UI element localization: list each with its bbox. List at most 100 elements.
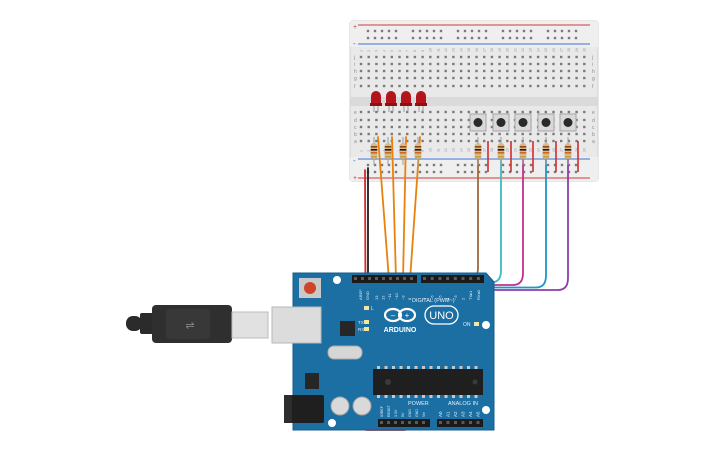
breadboard-hole xyxy=(459,118,463,122)
reset-button[interactable] xyxy=(304,282,316,294)
usb-b-port[interactable] xyxy=(271,306,322,344)
chip-leg xyxy=(414,366,418,369)
breadboard-hole xyxy=(583,139,586,143)
breadboard-hole xyxy=(413,110,417,114)
digital-pin-label: ~10 xyxy=(394,292,399,300)
header-pin xyxy=(461,277,465,280)
breadboard-hole xyxy=(483,76,486,80)
breadboard-hole xyxy=(359,84,363,88)
column-number: 12 xyxy=(444,148,448,152)
header-pin xyxy=(430,277,434,280)
breadboard-hole xyxy=(367,69,370,73)
breadboard-hole xyxy=(498,139,501,143)
breadboard-hole xyxy=(390,125,393,129)
chip-notch xyxy=(385,379,391,385)
voltage-regulator xyxy=(305,373,319,389)
breadboard-hole xyxy=(575,125,578,129)
row-letter: j xyxy=(353,55,355,61)
header-pin xyxy=(446,277,450,280)
header-pin xyxy=(375,277,378,280)
rail-hole xyxy=(553,170,557,174)
rail-hole xyxy=(366,29,370,33)
breadboard-hole xyxy=(467,55,470,59)
breadboard-hole xyxy=(575,132,578,136)
breadboard-hole xyxy=(398,62,401,66)
arduino-logo-text: ARDUINO xyxy=(384,327,417,334)
resistor-band xyxy=(399,146,407,148)
column-number: 17 xyxy=(483,48,487,52)
breadboard-hole xyxy=(406,69,409,73)
breadboard-hole xyxy=(452,118,455,122)
digital-pin-holes xyxy=(354,277,480,280)
rail-plus-label: + xyxy=(353,24,357,31)
row-letter: f xyxy=(354,84,356,90)
header-pin xyxy=(354,277,357,280)
pushbutton-cap xyxy=(518,118,528,127)
column-number: 1 xyxy=(359,150,363,152)
breadboard-hole xyxy=(521,84,524,88)
breadboard-hole xyxy=(444,55,447,59)
breadboard-hole xyxy=(375,139,378,143)
breadboard-hole xyxy=(544,110,547,114)
breadboard-hole xyxy=(382,76,386,80)
column-number: 2 xyxy=(367,50,371,52)
infinity-minus-sign: – xyxy=(391,311,396,320)
breadboard-hole xyxy=(452,110,455,114)
breadboard-hole xyxy=(398,132,401,136)
breadboard-hole xyxy=(498,76,501,80)
breadboard-hole xyxy=(436,55,440,59)
breadboard-hole xyxy=(521,55,524,59)
analog-pin-label: A5 xyxy=(476,411,481,417)
breadboard-hole xyxy=(475,110,478,114)
capacitor xyxy=(330,396,350,416)
rail-hole xyxy=(394,36,398,40)
breadboard-hole xyxy=(544,132,547,136)
rail-hole xyxy=(387,163,391,167)
dc-power-jack[interactable] xyxy=(284,395,324,423)
rail-hole xyxy=(418,170,422,174)
pushbutton-cap xyxy=(563,118,573,127)
rail-hole xyxy=(484,29,488,33)
breadboard-hole xyxy=(459,69,463,73)
rail-hole xyxy=(366,36,370,40)
chip-leg xyxy=(414,395,418,398)
rail-hole xyxy=(529,29,533,33)
breadboard-hole xyxy=(406,118,409,122)
breadboard-hole xyxy=(436,62,440,66)
breadboard-hole xyxy=(429,125,432,129)
rail-hole xyxy=(501,36,505,40)
chip-leg xyxy=(399,395,403,398)
breadboard-hole xyxy=(390,55,393,59)
breadboard-hole xyxy=(490,55,494,59)
breadboard-hole xyxy=(413,125,417,129)
usb-cable[interactable]: ⇌ xyxy=(126,305,269,343)
row-letter: d xyxy=(592,118,595,124)
rail-hole xyxy=(380,163,384,167)
rail-hole xyxy=(508,170,512,174)
breadboard-hole xyxy=(359,139,363,143)
breadboard[interactable]: + - - + jihgfedcbajihgfedcba112233445566… xyxy=(349,20,599,182)
bottom-pin-holes xyxy=(380,421,480,424)
breadboard-hole xyxy=(583,84,586,88)
breadboard-hole xyxy=(467,125,470,129)
gnd-label: GND xyxy=(365,291,370,300)
breadboard-hole xyxy=(413,139,417,143)
breadboard-hole xyxy=(444,110,447,114)
breadboard-hole xyxy=(359,69,363,73)
breadboard-hole xyxy=(398,55,401,59)
header-pin xyxy=(454,421,457,424)
resistor-band xyxy=(399,152,407,154)
column-number: 13 xyxy=(452,48,456,52)
rail-hole xyxy=(553,29,557,33)
breadboard-hole xyxy=(359,76,363,80)
breadboard-hole xyxy=(382,132,386,136)
breadboard-hole xyxy=(459,139,463,143)
breadboard-hole xyxy=(583,110,586,114)
arduino-logo: – + ARDUINO UNO xyxy=(384,305,459,334)
rail-hole xyxy=(439,163,443,167)
chip-legs xyxy=(377,366,478,398)
breadboard-hole xyxy=(552,76,555,80)
breadboard-hole xyxy=(444,62,447,66)
resistor-band xyxy=(519,152,527,154)
